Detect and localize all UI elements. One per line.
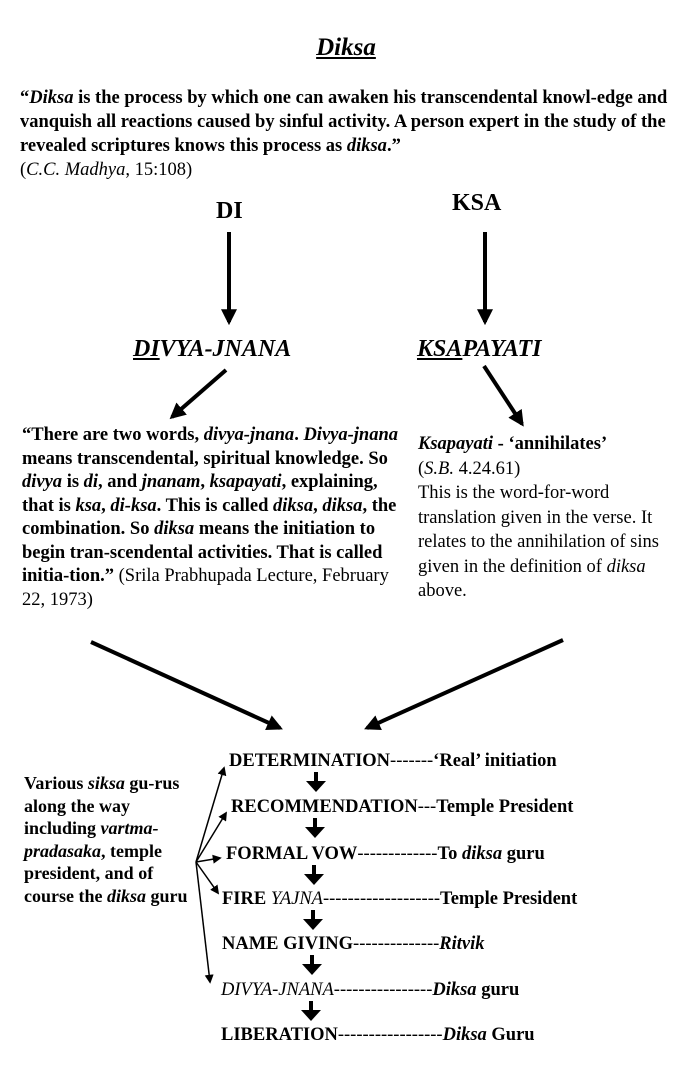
step-divya-jnana: DIVYA-JNANA----------------Diksa guru: [221, 980, 520, 1000]
step-recommendation: RECOMMENDATION---Temple President: [231, 797, 574, 817]
step-down-arrows: [301, 772, 326, 1021]
quote-text: diksa: [346, 136, 387, 156]
quote-citation: (C.C. Madhya, 15:108): [20, 160, 193, 180]
ksapayati-note: Ksapayati - ‘annihilates’(S.B. 4.24.61)T…: [418, 434, 659, 601]
quote-text: Diksa: [29, 88, 74, 108]
arrow-ksapayati-to-note: [482, 364, 524, 427]
lecture-quote: “There are two words, divya-jnana. Divya…: [22, 425, 398, 610]
arrow-right-merge: [364, 638, 564, 731]
step-determination: DETERMINATION-------‘Real’ initiation: [229, 751, 557, 771]
arrow-left-merge: [90, 640, 283, 730]
step-fire-yajna: FIRE YAJNA-------------------Temple Pres…: [222, 889, 578, 909]
siksa-fan-arrows: [195, 766, 227, 984]
quote-text: .”: [386, 136, 401, 156]
step-name-giving: NAME GIVING--------------Ritvik: [222, 934, 485, 954]
intro-quote: “Diksa is the process by which one can a…: [20, 86, 680, 182]
derivation-divya-jnana: DIVYA-JNANA: [133, 336, 292, 362]
derivation-ksapayati: KSAPAYATI: [417, 336, 542, 362]
lecture-citation: (Srila Prabhupada Lecture, February 22, …: [22, 566, 389, 610]
quote-text: is the process by which one can awaken h…: [20, 88, 668, 156]
arrow-divya-to-lecture: [169, 368, 228, 420]
quote-text: “: [20, 88, 30, 108]
step-formal-vow: FORMAL VOW-------------To diksa guru: [226, 844, 545, 864]
siksa-gurus-note: Various siksa gu-rus along the way inclu…: [24, 773, 188, 906]
page-title: Diksa: [316, 34, 376, 61]
root-ksa: KSA: [452, 190, 502, 216]
root-di: DI: [216, 198, 243, 224]
step-liberation: LIBERATION-----------------Diksa Guru: [221, 1025, 535, 1045]
